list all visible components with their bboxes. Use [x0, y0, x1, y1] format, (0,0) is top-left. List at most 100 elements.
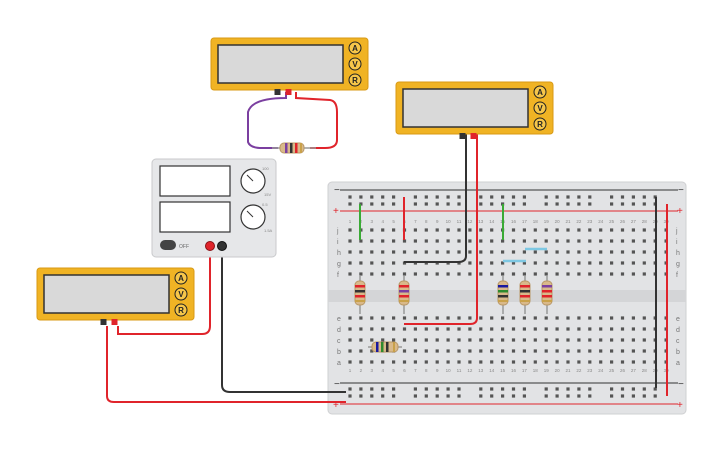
rail-hole[interactable]	[653, 387, 657, 391]
rail-hole[interactable]	[435, 387, 439, 391]
mode-a-button[interactable]	[533, 85, 547, 99]
red-wire-right-meter[interactable]	[404, 134, 478, 325]
breadboard-hole[interactable]	[522, 250, 526, 254]
breadboard-hole[interactable]	[381, 272, 385, 276]
breadboard-hole[interactable]	[413, 272, 417, 276]
breadboard-hole[interactable]	[359, 261, 363, 265]
breadboard-hole[interactable]	[555, 250, 559, 254]
breadboard-hole[interactable]	[413, 239, 417, 243]
breadboard-hole[interactable]	[522, 228, 526, 232]
breadboard-hole[interactable]	[631, 239, 635, 243]
rail-hole[interactable]	[631, 387, 635, 391]
rail-hole[interactable]	[424, 394, 428, 398]
breadboard-hole[interactable]	[588, 261, 592, 265]
rail-hole[interactable]	[620, 195, 625, 199]
breadboard-hole[interactable]	[620, 316, 625, 320]
rail-hole[interactable]	[490, 195, 494, 199]
breadboard-hole[interactable]	[468, 272, 472, 276]
multimeter-top[interactable]: AVR	[210, 37, 369, 95]
rail-hole[interactable]	[490, 387, 494, 391]
breadboard-hole[interactable]	[501, 250, 505, 254]
breadboard-hole[interactable]	[566, 239, 570, 243]
breadboard-hole[interactable]	[642, 338, 646, 342]
breadboard-hole[interactable]	[424, 360, 428, 364]
breadboard-hole[interactable]	[610, 272, 614, 276]
wires[interactable]	[106, 92, 668, 403]
rail-hole[interactable]	[544, 394, 548, 398]
breadboard-hole[interactable]	[392, 272, 396, 276]
breadboard-hole[interactable]	[402, 316, 407, 320]
breadboard-hole[interactable]	[544, 327, 548, 331]
breadboard-hole[interactable]	[511, 338, 516, 342]
breadboard-hole[interactable]	[522, 316, 526, 320]
breadboard-hole[interactable]	[577, 239, 581, 243]
red-wire-left-meter[interactable]	[106, 326, 346, 403]
rail-hole[interactable]	[588, 195, 592, 199]
breadboard-hole[interactable]	[402, 349, 407, 353]
rail-hole[interactable]	[435, 202, 439, 206]
rail-hole[interactable]	[577, 387, 581, 391]
breadboard-hole[interactable]	[370, 261, 374, 265]
breadboard-hole[interactable]	[381, 316, 385, 320]
black-wire-right-meter[interactable]	[404, 134, 467, 263]
breadboard-hole[interactable]	[370, 316, 374, 320]
breadboard-hole[interactable]	[588, 239, 592, 243]
breadboard-hole[interactable]	[533, 250, 537, 254]
breadboard-hole[interactable]	[610, 228, 614, 232]
rail-hole[interactable]	[631, 202, 635, 206]
breadboard-hole[interactable]	[620, 272, 625, 276]
breadboard-hole[interactable]	[620, 261, 625, 265]
breadboard-hole[interactable]	[413, 338, 417, 342]
breadboard-hole[interactable]	[479, 228, 483, 232]
breadboard-hole[interactable]	[479, 239, 483, 243]
breadboard-hole[interactable]	[631, 316, 635, 320]
breadboard-hole[interactable]	[402, 360, 407, 364]
rail-hole[interactable]	[381, 202, 385, 206]
breadboard-hole[interactable]	[588, 349, 592, 353]
breadboard-hole[interactable]	[446, 250, 450, 254]
breadboard-hole[interactable]	[588, 338, 592, 342]
resistor-icon[interactable]	[541, 276, 553, 314]
breadboard-hole[interactable]	[490, 327, 494, 331]
rail-hole[interactable]	[446, 195, 450, 199]
breadboard-hole[interactable]	[555, 261, 559, 265]
breadboard-hole[interactable]	[413, 349, 417, 353]
rail-hole[interactable]	[544, 387, 548, 391]
breadboard-hole[interactable]	[631, 360, 635, 364]
mode-a-button[interactable]	[348, 41, 362, 55]
rail-hole[interactable]	[566, 202, 570, 206]
rail-hole[interactable]	[620, 387, 625, 391]
rail-hole[interactable]	[501, 394, 505, 398]
probe-terminal-black[interactable]	[459, 133, 466, 139]
breadboard-hole[interactable]	[599, 228, 603, 232]
breadboard-hole[interactable]	[457, 250, 461, 254]
breadboard-hole[interactable]	[620, 349, 625, 353]
breadboard-hole[interactable]	[381, 338, 385, 342]
breadboard-hole[interactable]	[577, 349, 581, 353]
breadboard-hole[interactable]	[402, 250, 407, 254]
breadboard-hole[interactable]	[533, 327, 537, 331]
rail-hole[interactable]	[566, 387, 570, 391]
breadboard-hole[interactable]	[424, 250, 428, 254]
breadboard-hole[interactable]	[446, 338, 450, 342]
rail-hole[interactable]	[653, 394, 657, 398]
breadboard-hole[interactable]	[435, 338, 439, 342]
breadboard-hole[interactable]	[435, 349, 439, 353]
rail-hole[interactable]	[457, 394, 461, 398]
breadboard-hole[interactable]	[381, 250, 385, 254]
breadboard-hole[interactable]	[533, 272, 537, 276]
breadboard-hole[interactable]	[468, 338, 472, 342]
breadboard-hole[interactable]	[631, 228, 635, 232]
rail-hole[interactable]	[555, 394, 559, 398]
breadboard-hole[interactable]	[490, 228, 494, 232]
breadboard-hole[interactable]	[620, 327, 625, 331]
breadboard-hole[interactable]	[631, 327, 635, 331]
breadboard-hole[interactable]	[533, 239, 537, 243]
breadboard-hole[interactable]	[599, 239, 603, 243]
breadboard-hole[interactable]	[642, 327, 646, 331]
breadboard-hole[interactable]	[631, 349, 635, 353]
mode-v-button[interactable]	[533, 101, 547, 115]
breadboard-hole[interactable]	[511, 349, 516, 353]
breadboard-hole[interactable]	[457, 228, 461, 232]
breadboard-hole[interactable]	[566, 338, 570, 342]
